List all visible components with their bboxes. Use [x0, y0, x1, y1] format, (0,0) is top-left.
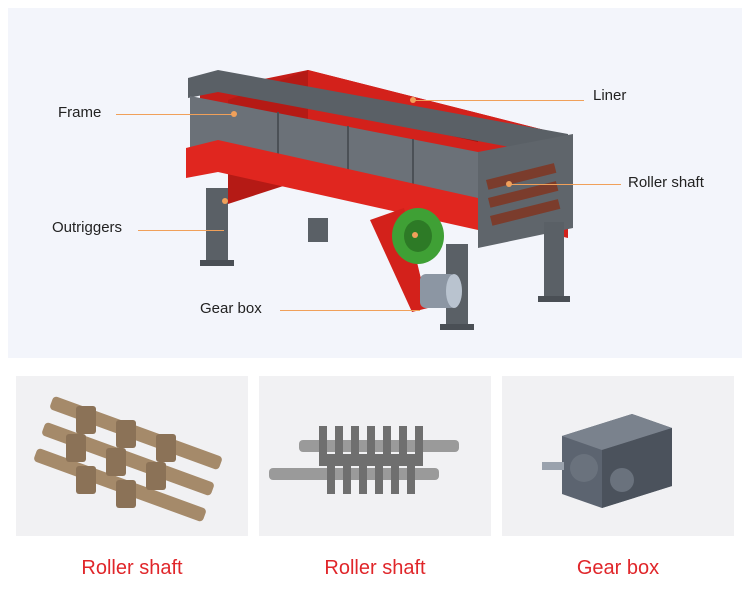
gear-box-callout: Gear box — [200, 300, 262, 317]
frame-callout: Frame — [58, 104, 102, 121]
roller-shaft-card-2: Roller shaft — [259, 376, 491, 600]
roller-shaft-callout: Roller shaft — [628, 174, 704, 191]
roller-shaft-caption-2: Roller shaft — [259, 536, 491, 600]
shredder-machine-illustration — [186, 70, 573, 330]
outriggers-leader-line — [138, 230, 224, 231]
roller-shaft-card-1: Roller shaft — [16, 376, 248, 600]
roller-shaft-caption-1: Roller shaft — [16, 536, 248, 600]
gear-box-card: Gear box — [502, 376, 734, 600]
outriggers-callout: Outriggers — [52, 219, 123, 236]
roller-shaft-double-photo — [269, 426, 459, 494]
gear-box-marker-dot — [412, 232, 418, 238]
frame-marker-dot — [231, 111, 237, 117]
outriggers-marker-dot — [222, 198, 228, 204]
liner-leader-line — [412, 100, 584, 101]
gear-box-caption: Gear box — [502, 536, 734, 600]
gear-box-leader-line — [280, 310, 420, 311]
gear-box-photo — [542, 414, 672, 508]
liner-callout: Liner — [593, 87, 627, 104]
machine-diagram-panel: Frame Liner Roller shaft Outriggers Gear… — [8, 8, 742, 358]
roller-shaft-triple-photo — [34, 396, 222, 522]
liner-marker-dot — [410, 97, 416, 103]
roller-shaft-marker-dot — [506, 181, 512, 187]
roller-shaft-leader-line — [508, 184, 621, 185]
frame-leader-line — [116, 114, 234, 115]
